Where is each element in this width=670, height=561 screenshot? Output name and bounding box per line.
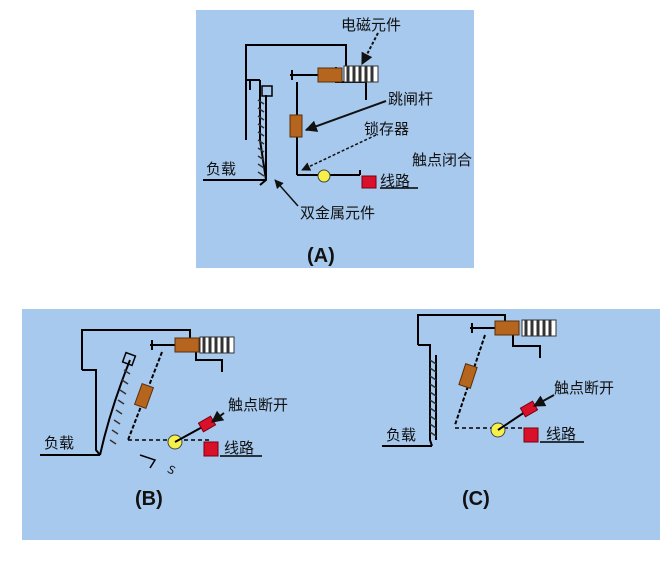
panel-bc-background xyxy=(22,309,660,540)
label-bimetal-element: 双金属元件 xyxy=(300,204,375,222)
label-latch: 锁存器 xyxy=(364,120,409,138)
latch xyxy=(317,169,331,183)
panel-a-background xyxy=(196,10,474,268)
label-trip-lever: 跳闸杆 xyxy=(388,90,433,108)
panel-c: 触点断开 负载 线路 (C) xyxy=(382,314,614,510)
label-load: 负载 xyxy=(206,160,236,178)
caption-a: (A) xyxy=(307,245,335,267)
panel-b: 触点断开 负载 线路 S (B) xyxy=(40,329,288,510)
label-load-c: 负载 xyxy=(386,426,416,444)
bimetal-top xyxy=(261,85,273,97)
label-electromagnetic-element: 电磁元件 xyxy=(341,16,401,34)
label-contacts-open-b: 触点断开 xyxy=(228,396,288,414)
line-terminal xyxy=(361,175,377,189)
label-spring-mark-b: S xyxy=(165,463,178,478)
trip-lever-weight xyxy=(289,114,303,138)
solenoid-coil xyxy=(343,65,379,83)
label-line-c: 线路 xyxy=(546,425,576,443)
label-line: 线路 xyxy=(380,172,410,190)
panel-a: 电磁元件 跳闸杆 锁存器 触点闭合 负载 线路 双金属元件 (A) xyxy=(203,16,472,267)
label-line-b: 线路 xyxy=(224,439,254,457)
caption-b: (B) xyxy=(135,488,163,510)
solenoid-plunger xyxy=(317,67,343,83)
breaker-frame-b xyxy=(81,329,223,456)
bimetal-element-b xyxy=(99,359,131,456)
bimetal-zigzag xyxy=(257,99,265,177)
label-contacts-closed: 触点闭合 xyxy=(412,151,472,169)
label-contacts-open-c: 触点断开 xyxy=(554,379,614,397)
caption-c: (C) xyxy=(462,488,490,510)
label-load-b: 负载 xyxy=(44,434,74,452)
